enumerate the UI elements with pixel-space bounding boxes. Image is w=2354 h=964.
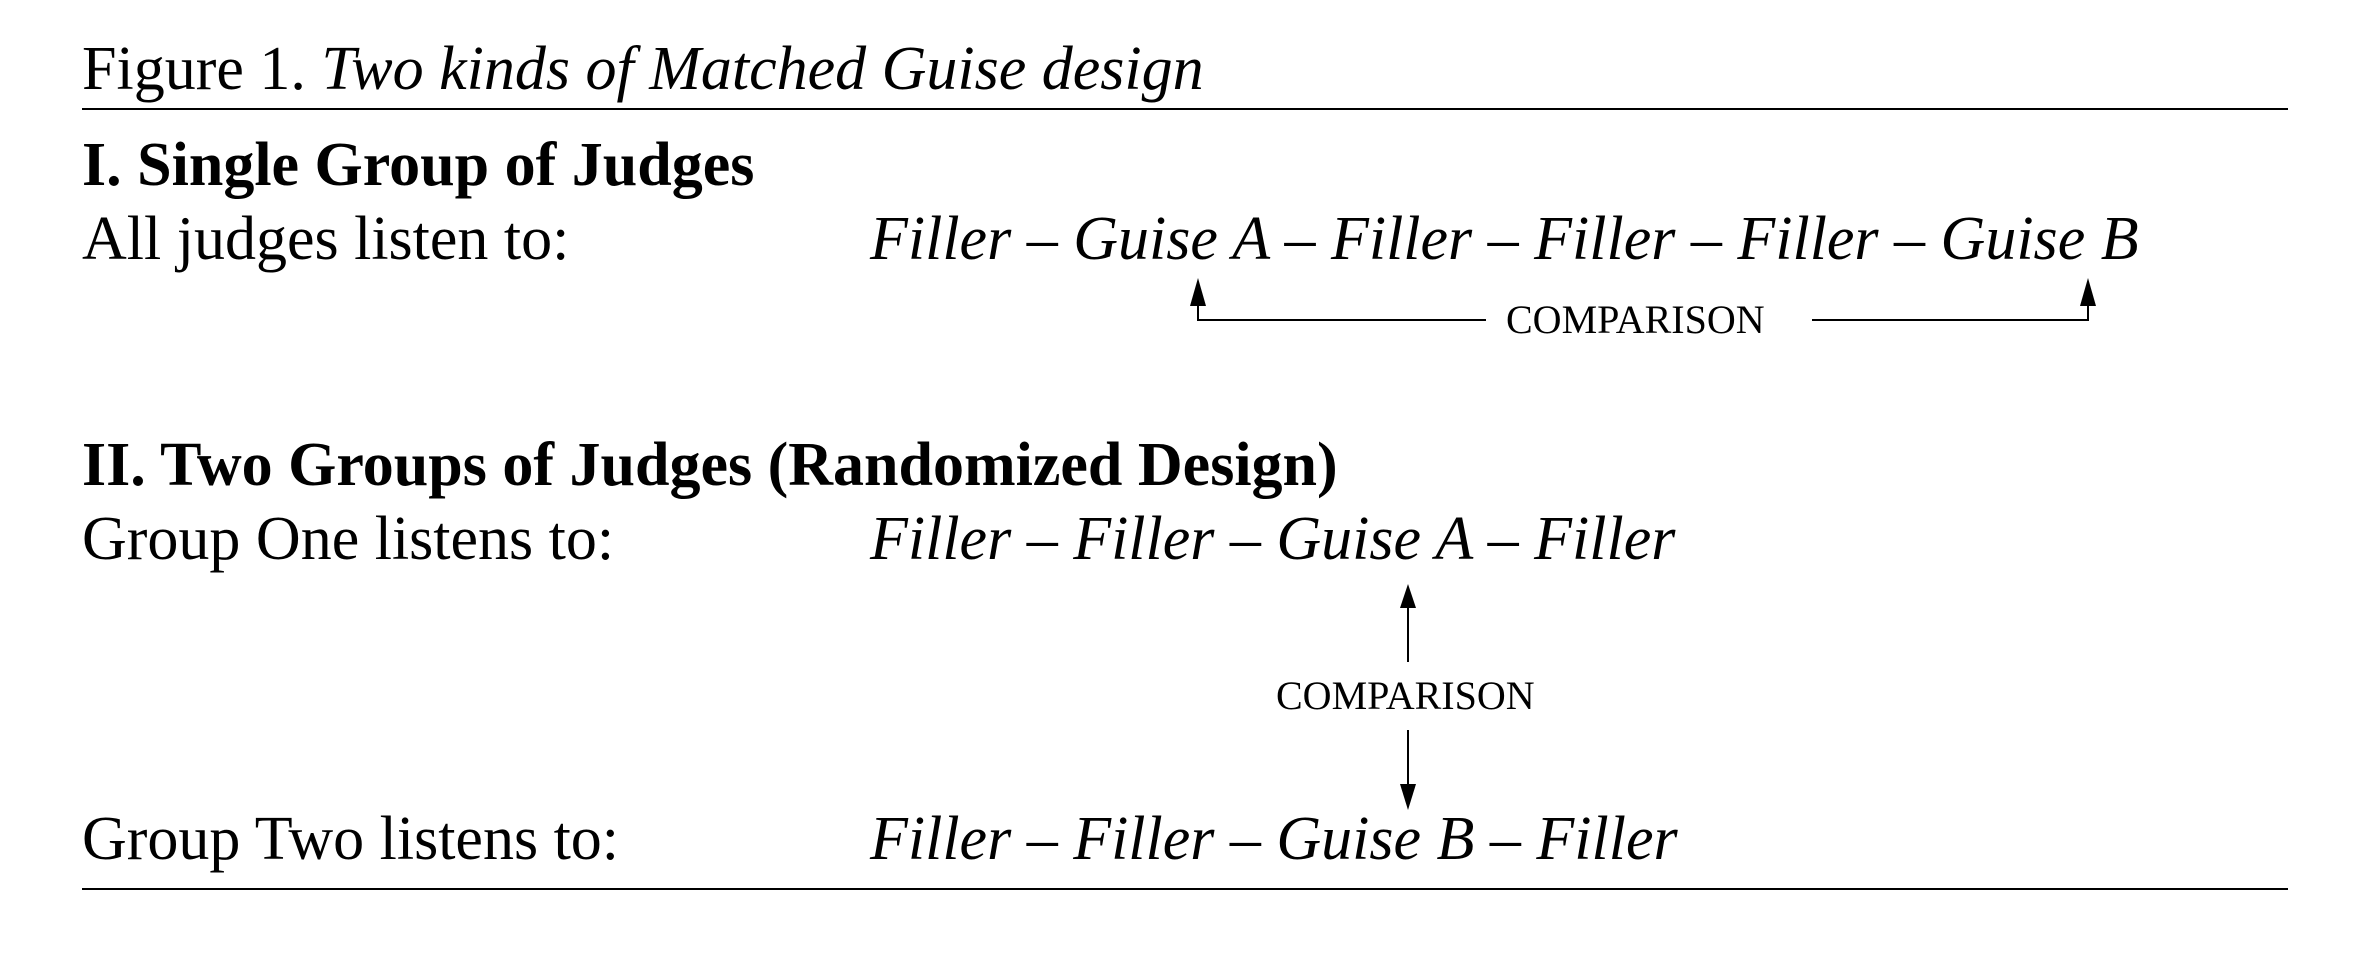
section1-sequence: Filler – Guise A – Filler – Filler – Fil… <box>870 205 2139 273</box>
section1-arrow-left-line <box>1197 286 1486 321</box>
section1-heading: I. Single Group of Judges <box>82 131 755 199</box>
caption-title: Two kinds of Matched Guise design <box>321 35 1204 103</box>
group-one-label: Group One listens to: <box>82 505 615 573</box>
section1-arrow-right-line <box>1812 286 2089 321</box>
group-two-sequence: Filler – Filler – Guise B – Filler <box>870 805 1678 873</box>
top-rule <box>82 108 2288 110</box>
section2-comparison-label: COMPARISON <box>1276 673 1535 718</box>
group-two-label: Group Two listens to: <box>82 805 620 873</box>
section2-down-arrowhead <box>1400 784 1416 810</box>
section1-comparison-label: COMPARISON <box>1506 297 1765 342</box>
figure-caption: Figure 1. Two kinds of Matched Guise des… <box>82 32 1204 106</box>
section1-right-arrowhead <box>2080 278 2096 306</box>
group-one-sequence: Filler – Filler – Guise A – Filler <box>870 505 1676 573</box>
section1-label: All judges listen to: <box>82 205 570 273</box>
section2-heading: II. Two Groups of Judges (Randomized Des… <box>82 431 1338 499</box>
caption-prefix: Figure 1. <box>82 35 306 103</box>
section2-up-arrowhead <box>1400 584 1416 608</box>
bottom-rule <box>82 888 2288 890</box>
section1-left-arrowhead <box>1190 278 1206 306</box>
